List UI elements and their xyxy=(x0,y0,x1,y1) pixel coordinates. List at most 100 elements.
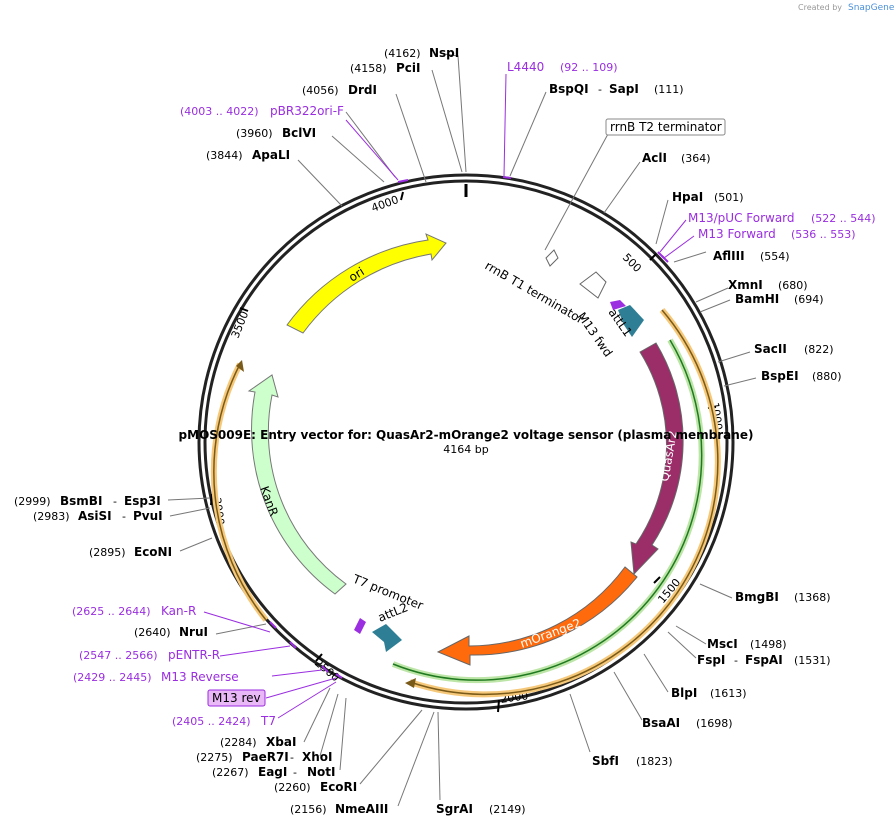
m13rev-box[interactable] xyxy=(207,689,266,707)
enzyme-bmgbi[interactable]: BmgBI xyxy=(735,590,779,604)
enzyme-xbai[interactable]: XbaI xyxy=(266,735,296,749)
enzyme-nrui[interactable]: NruI xyxy=(179,625,208,639)
primer-m13-forward[interactable]: M13 Forward xyxy=(698,227,776,241)
svg-text:-: - xyxy=(290,751,294,764)
svg-text:(1698): (1698) xyxy=(696,717,733,730)
rrnb-t2-box[interactable] xyxy=(605,118,726,136)
primer-labels: L4440 (92 .. 109) (4003 .. 4022) pBR322o… xyxy=(72,60,876,728)
enzyme-pos-nspi: (4162) xyxy=(384,47,421,60)
enzyme-sapi[interactable]: SapI xyxy=(609,82,639,96)
attl2-feature[interactable] xyxy=(372,624,402,652)
svg-text:(2156): (2156) xyxy=(290,803,327,816)
plasmid-title: pMOS009E: Entry vector for: QuasAr2-mOra… xyxy=(179,428,754,442)
enzyme-bspei[interactable]: BspEI xyxy=(761,369,799,383)
kanr-feature[interactable] xyxy=(247,374,347,595)
svg-text:(694): (694) xyxy=(794,293,824,306)
enzyme-apali[interactable]: ApaLI xyxy=(252,148,290,162)
quasar2-feature[interactable] xyxy=(630,342,684,576)
enzyme-fspai[interactable]: FspAI xyxy=(745,653,783,667)
svg-text:(680): (680) xyxy=(778,279,808,292)
svg-text:(92 .. 109): (92 .. 109) xyxy=(560,61,618,74)
primer-m13-puc-forward[interactable]: M13/pUC Forward xyxy=(688,211,795,225)
enzyme-eagi[interactable]: EagI xyxy=(258,765,287,779)
enzyme-blpi[interactable]: BlpI xyxy=(671,686,697,700)
svg-text:(4003 .. 4022): (4003 .. 4022) xyxy=(180,105,259,118)
enzyme-econi[interactable]: EcoNI xyxy=(134,545,172,559)
svg-text:(1368): (1368) xyxy=(794,591,831,604)
primer-kan-r[interactable]: Kan-R xyxy=(161,604,196,618)
svg-text:-: - xyxy=(293,766,297,779)
svg-text:(822): (822) xyxy=(804,343,834,356)
enzyme-pcii[interactable]: PciI xyxy=(396,61,421,75)
svg-text:-: - xyxy=(734,654,738,667)
primer-t7[interactable]: T7 xyxy=(260,714,276,728)
enzyme-esp3i[interactable]: Esp3I xyxy=(124,494,161,508)
primer-leader-lines xyxy=(203,73,695,719)
svg-text:(4158): (4158) xyxy=(350,62,387,75)
primer-m13-reverse[interactable]: M13 Reverse xyxy=(161,670,239,684)
enzyme-nspi[interactable]: NspI xyxy=(429,46,459,60)
enzyme-pvui[interactable]: PvuI xyxy=(133,509,163,523)
rrnb-t2-feature[interactable] xyxy=(545,249,559,267)
enzyme-bamhi[interactable]: BamHI xyxy=(735,292,779,306)
tick-marks xyxy=(210,191,717,713)
backbone-outer xyxy=(197,173,735,711)
primer-pentr-r[interactable]: pENTR-R xyxy=(168,648,220,662)
m13rev-label: M13 rev xyxy=(212,691,261,705)
enzyme-hpai[interactable]: HpaI xyxy=(672,190,703,204)
rrnb-t1-feature[interactable] xyxy=(579,271,607,299)
morange2-feature[interactable] xyxy=(436,566,638,666)
enzyme-noti[interactable]: NotI xyxy=(307,765,336,779)
enzyme-sbfi[interactable]: SbfI xyxy=(592,754,619,768)
enzyme-bsaai[interactable]: BsaAI xyxy=(642,716,680,730)
enzyme-bspqi[interactable]: BspQI xyxy=(549,82,589,96)
enzyme-msci[interactable]: MscI xyxy=(707,637,738,651)
svg-text:(2983): (2983) xyxy=(33,510,70,523)
svg-text:(2429 .. 2445): (2429 .. 2445) xyxy=(73,671,152,684)
attl1-feature[interactable] xyxy=(618,305,644,337)
enzyme-sacii[interactable]: SacII xyxy=(754,342,787,356)
plasmid-size: 4164 bp xyxy=(443,443,488,456)
rrnb-t2-label: rrnB T2 terminator xyxy=(610,120,722,134)
primer-l4440[interactable]: L4440 xyxy=(507,60,544,74)
svg-text:(522 .. 544): (522 .. 544) xyxy=(811,212,876,225)
tick-label-500: 500 xyxy=(620,251,644,275)
t7-promoter-feature[interactable] xyxy=(354,618,366,634)
svg-text:(2260): (2260) xyxy=(274,781,311,794)
svg-text:(3844): (3844) xyxy=(206,149,243,162)
svg-text:(3960): (3960) xyxy=(236,127,273,140)
svg-text:(2267): (2267) xyxy=(212,766,249,779)
snapgene-logo: SnapGene xyxy=(848,3,895,13)
primer-marks xyxy=(269,176,669,679)
svg-text:(1613): (1613) xyxy=(710,687,747,700)
backbone-inner xyxy=(203,179,729,705)
enzyme-ecori[interactable]: EcoRI xyxy=(320,780,357,794)
enzyme-bclvi[interactable]: BclVI xyxy=(282,126,316,140)
svg-text:(1498): (1498) xyxy=(750,638,787,651)
enzyme-xhoi[interactable]: XhoI xyxy=(302,750,333,764)
svg-text:(501): (501) xyxy=(714,191,744,204)
enzyme-asisi[interactable]: AsiSI xyxy=(78,509,112,523)
enzyme-aflii[interactable]: AflIII xyxy=(713,249,745,263)
enzyme-acli[interactable]: AclI xyxy=(642,151,667,165)
enzyme-paer7i[interactable]: PaeR7I xyxy=(242,750,289,764)
enzyme-labels: (4162) NspI (4158) PciI (4056) DrdI (396… xyxy=(14,46,842,816)
rrnb-t1-label: rrnB T1 terminator xyxy=(483,258,587,326)
svg-text:(2284): (2284) xyxy=(220,736,257,749)
svg-text:(2999): (2999) xyxy=(14,495,51,508)
enzyme-fspi[interactable]: FspI xyxy=(697,653,725,667)
svg-text:(364): (364) xyxy=(681,152,711,165)
primer-pbr322ori-f[interactable]: pBR322ori-F xyxy=(270,104,344,118)
enzyme-xmni[interactable]: XmnI xyxy=(728,278,763,292)
enzyme-drdi[interactable]: DrdI xyxy=(348,83,377,97)
m13fwd-feature[interactable] xyxy=(610,300,626,310)
created-by-text: Created by xyxy=(798,3,842,12)
svg-text:(536 .. 553): (536 .. 553) xyxy=(791,228,856,241)
enzyme-sgrai[interactable]: SgrAI xyxy=(436,802,473,816)
svg-text:(2405 .. 2424): (2405 .. 2424) xyxy=(172,715,251,728)
enzyme-bsmbi[interactable]: BsmBI xyxy=(60,494,102,508)
svg-text:(2547 .. 2566): (2547 .. 2566) xyxy=(79,649,158,662)
enzyme-nmeaiii[interactable]: NmeAIII xyxy=(335,802,388,816)
ori-feature[interactable] xyxy=(286,233,447,334)
